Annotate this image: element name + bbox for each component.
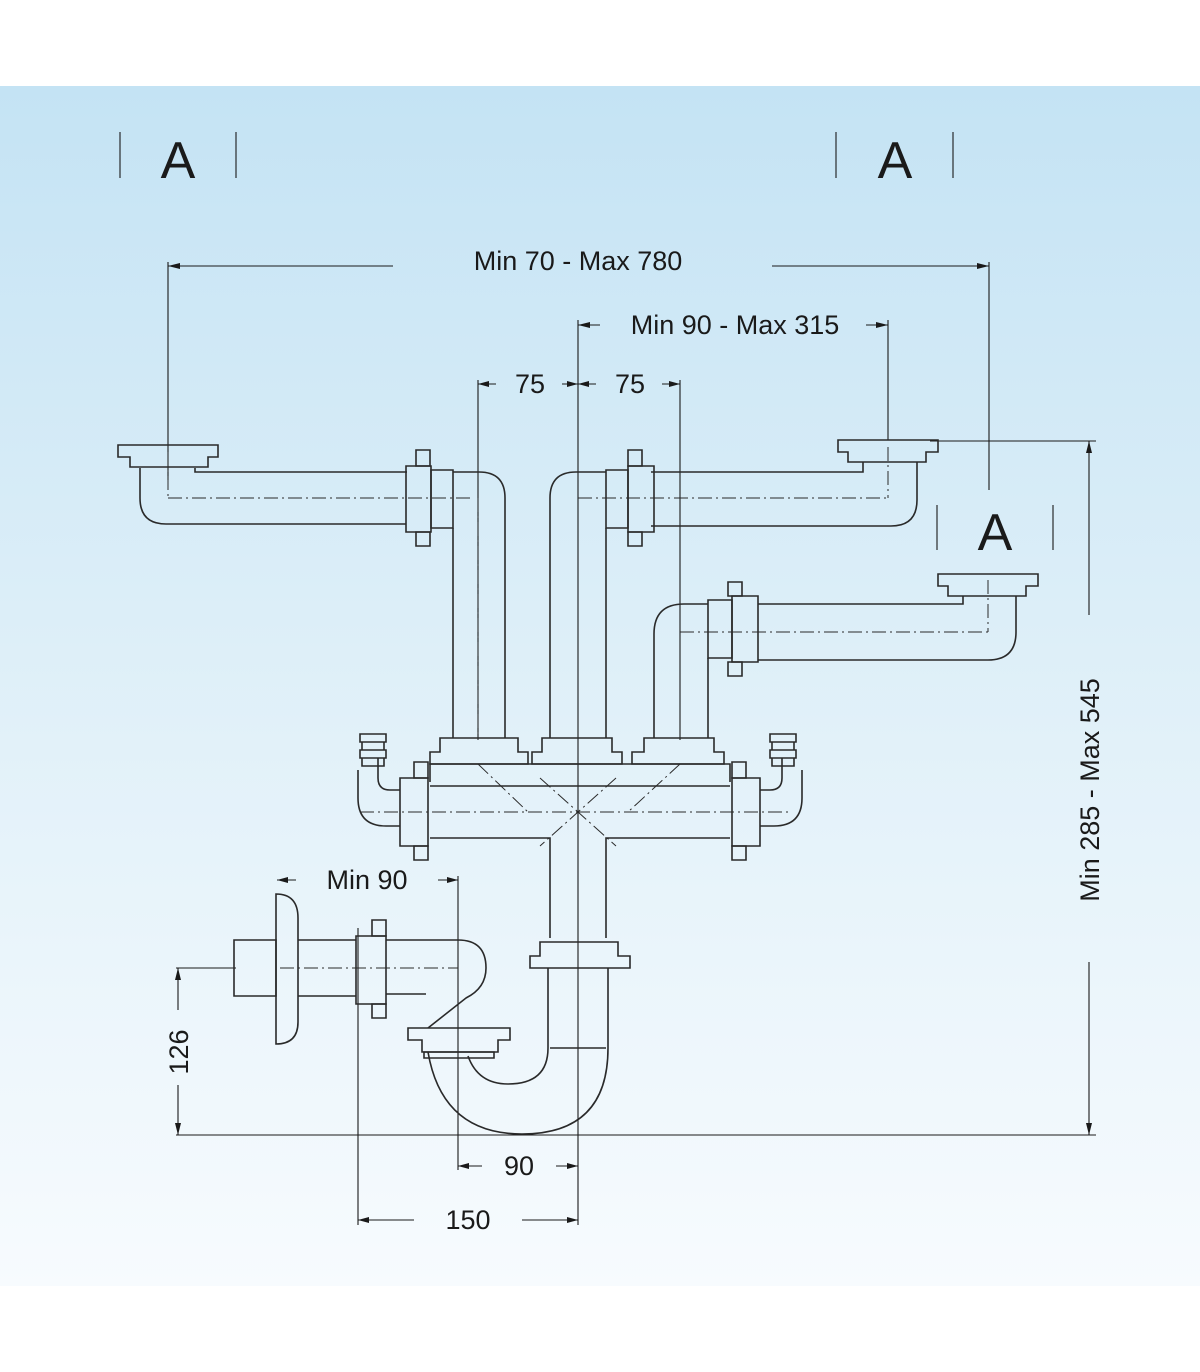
label-top-span: Min 70 - Max 780 <box>474 246 683 276</box>
dimension-trap-offset: 90 <box>458 1151 578 1181</box>
outlet-elbow <box>280 939 487 1029</box>
dimension-wall-min: Min 90 <box>277 865 459 1170</box>
label-outlet-height: 126 <box>164 1029 194 1074</box>
trap-outlet-nut <box>407 1027 511 1059</box>
label-height-range: Min 285 - Max 545 <box>1075 678 1105 902</box>
label-offset-left: 75 <box>515 369 545 399</box>
label-outlet-offset: 150 <box>445 1205 490 1235</box>
dimension-top-span: Min 70 - Max 780 <box>167 246 990 490</box>
appliance-spigot-left <box>357 733 400 827</box>
manifold-body <box>360 737 790 938</box>
dimension-outlet-offset: 150 <box>357 928 578 1235</box>
appliance-spigot-right <box>760 733 803 827</box>
label-wall-min: Min 90 <box>326 865 407 895</box>
third-down-pipe <box>653 603 709 738</box>
right-arm-nut <box>605 449 655 547</box>
dimension-outlet-height: 126 <box>164 967 236 1135</box>
section-marker-right: A <box>835 132 954 190</box>
section-marker-third: A <box>936 504 1054 562</box>
outlet-nut <box>355 919 387 1019</box>
centre-down-pipe <box>549 471 607 738</box>
right-basin-waste <box>578 439 939 527</box>
section-letter-1: A <box>161 132 196 190</box>
trap-nut-top <box>529 941 631 969</box>
third-arm-nut <box>707 581 759 677</box>
section-letter-3: A <box>978 504 1013 562</box>
dimension-inner-span: Min 90 - Max 315 <box>578 310 889 440</box>
background-gradient <box>0 86 1200 1286</box>
label-trap-offset: 90 <box>504 1151 534 1181</box>
bottle-trap <box>427 968 609 1135</box>
label-inner-span: Min 90 - Max 315 <box>631 310 840 340</box>
wall-flange <box>233 893 356 1045</box>
manifold-left-nut <box>399 761 429 861</box>
left-down-pipe <box>452 471 506 740</box>
left-basin-waste <box>117 444 470 525</box>
dimension-height-range: Min 285 - Max 545 <box>930 440 1105 1135</box>
manifold-right-nut <box>731 761 761 861</box>
label-offset-right: 75 <box>615 369 645 399</box>
section-marker-left: A <box>119 132 237 190</box>
section-letter-2: A <box>878 132 913 190</box>
